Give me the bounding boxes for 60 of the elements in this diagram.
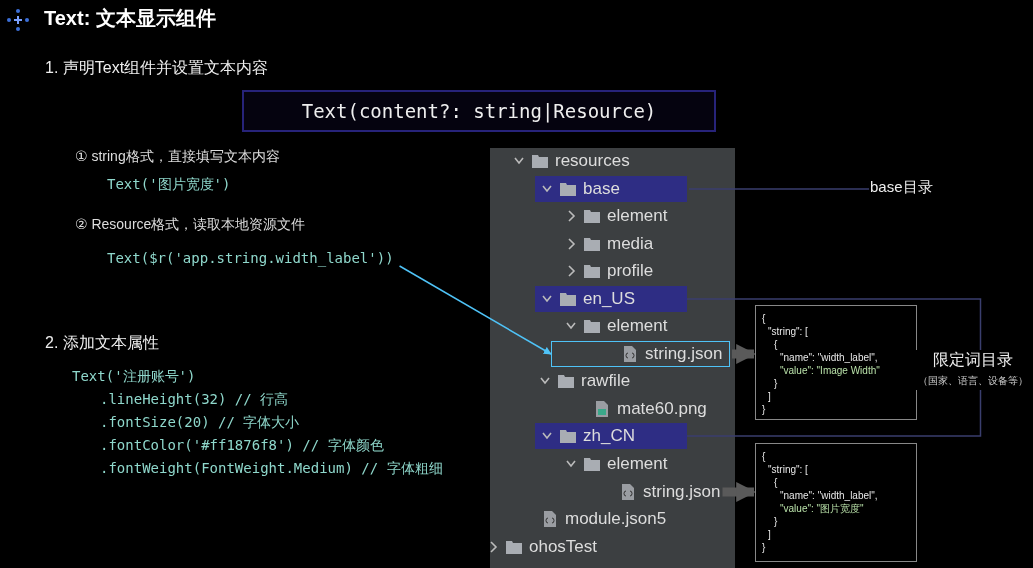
- folder-label: 限定词目录: [931, 350, 1014, 370]
- code-line: {: [762, 450, 767, 463]
- folder-row: [535, 286, 687, 312]
- file-name: rawfile: [581, 371, 631, 391]
- arrow: [398, 265, 552, 355]
- file-tree-panel: [490, 148, 735, 568]
- code-line: {: [773, 338, 779, 351]
- code-line: "value": "Image Width": [779, 364, 881, 377]
- file-name: element: [607, 316, 668, 336]
- json-box: [755, 443, 917, 562]
- code-line: }: [773, 377, 779, 390]
- title: Text: 文本显示组件: [44, 6, 216, 31]
- code-line: }: [762, 541, 767, 554]
- code-line: Text($r('app.string.width_label')): [107, 250, 394, 266]
- code-line: "string": [: [767, 463, 809, 476]
- file-name: zh_CN: [583, 426, 635, 446]
- step-text: ② Resource格式，读取本地资源文件: [75, 216, 306, 234]
- code-line: Text('图片宽度'): [107, 176, 231, 194]
- code-line: ]: [767, 528, 772, 541]
- code-line: .fontColor('#ff1876f8') // 字体颜色: [100, 437, 384, 455]
- code-line: Text('注册账号'): [72, 368, 196, 386]
- code-line: "string": [: [767, 325, 809, 338]
- folder-row: [535, 176, 687, 202]
- file-name: profile: [607, 261, 654, 281]
- code-line: }: [762, 403, 767, 416]
- folder-row: [535, 423, 687, 449]
- file-name: en_US: [583, 289, 635, 309]
- code-line: "name": "width_label",: [779, 489, 879, 502]
- file-name: base: [583, 179, 620, 199]
- connector-line: [686, 298, 982, 351]
- connector-line: [688, 188, 870, 190]
- code-line: ]: [767, 390, 772, 403]
- file-name: ohosTest: [529, 537, 598, 557]
- file-name: element: [607, 454, 668, 474]
- code-line: .fontWeight(FontWeight.Medium) // 字体粗细: [100, 460, 443, 478]
- file-name: resources: [555, 151, 630, 171]
- file-row: [551, 341, 730, 367]
- file-name: media: [607, 234, 654, 254]
- arrow: [722, 482, 756, 502]
- step-text: ① string格式，直接填写文本内容: [75, 148, 280, 166]
- file-name: string.json: [643, 482, 721, 502]
- code-line: "name": "width_label",: [779, 351, 879, 364]
- folder-label: base目录: [870, 178, 933, 197]
- file-name: string.json: [645, 344, 723, 364]
- file-name: module.json5: [565, 509, 667, 529]
- code-line: .lineHeight(32) // 行高: [100, 391, 289, 409]
- signature-box: Text(content?: string|Resource): [242, 90, 716, 132]
- file-name: mate60.png: [617, 399, 707, 419]
- heading: 1. 声明Text组件并设置文本内容: [45, 58, 269, 78]
- file-name: element: [607, 206, 668, 226]
- heading: 2. 添加文本属性: [45, 333, 159, 353]
- code-line: .fontSize(20) // 字体大小: [100, 414, 300, 432]
- code-line: "value": "图片宽度": [779, 502, 865, 515]
- note-text: （国家、语言、设备等）: [916, 374, 1029, 388]
- arrow: [732, 344, 756, 364]
- json-box: [755, 305, 917, 420]
- code-line: {: [762, 312, 767, 325]
- code-line: }: [773, 515, 779, 528]
- connector-line: [686, 389, 982, 437]
- code-line: {: [773, 476, 779, 489]
